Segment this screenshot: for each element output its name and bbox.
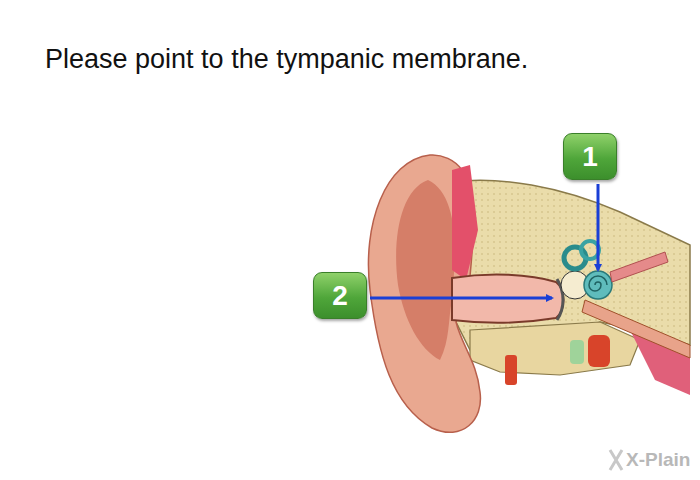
question-title: Please point to the tympanic membrane.: [45, 44, 528, 75]
callout-number: 1: [582, 143, 598, 171]
pointer-arrow: [370, 297, 552, 300]
cochlea: [584, 271, 612, 299]
pointer-arrow: [597, 184, 600, 270]
callout-box: 1: [563, 133, 617, 180]
callout-number: 2: [332, 282, 348, 310]
vessel: [588, 335, 610, 367]
eustachian-tube: [582, 300, 690, 358]
cartilage: [452, 165, 478, 280]
nerve: [610, 252, 668, 282]
bone-lower: [470, 322, 640, 375]
vessel: [505, 355, 517, 385]
watermark-icon: [610, 450, 622, 470]
cochlea-spiral: [589, 276, 607, 291]
concha: [396, 180, 455, 360]
watermark: X-Plain: [626, 449, 690, 471]
semicircular-canal: [581, 241, 599, 259]
callout-box: 2: [313, 272, 367, 319]
vessel: [570, 340, 584, 364]
